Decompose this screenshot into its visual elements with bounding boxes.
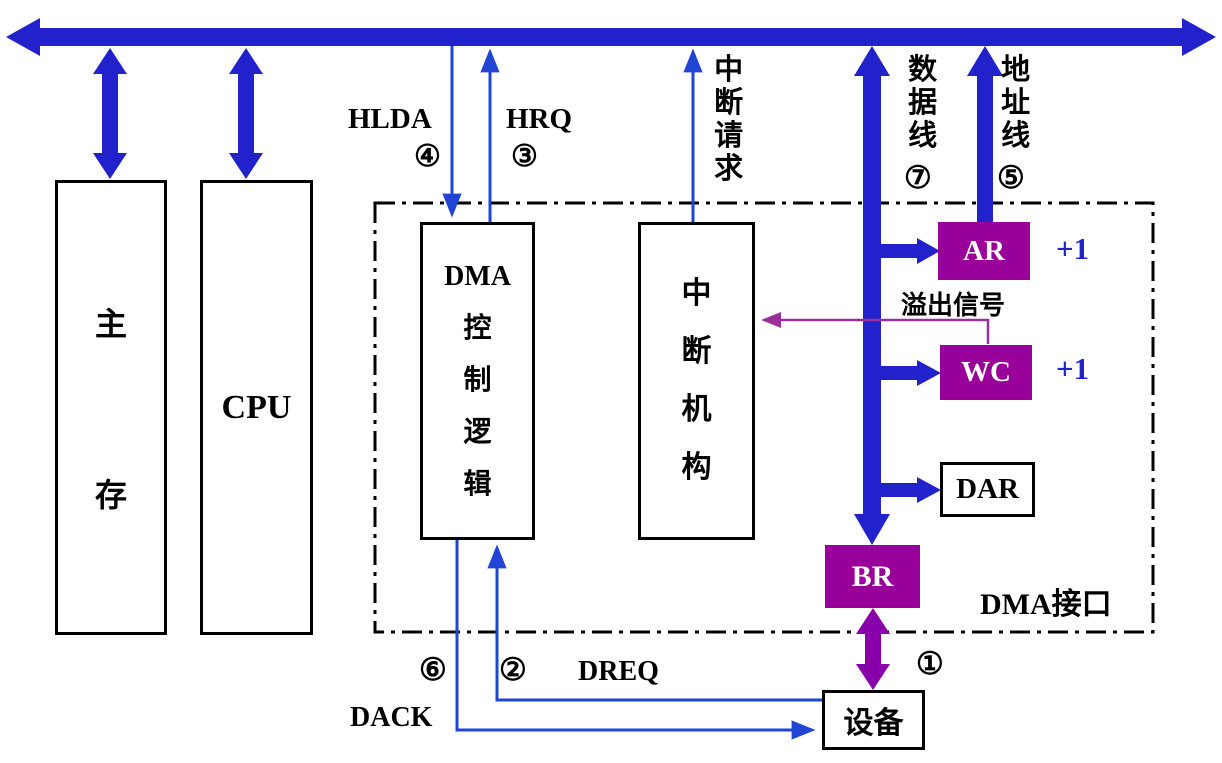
dreq-arrow	[487, 544, 822, 702]
dar-label: DAR	[956, 473, 1019, 505]
main-memory-label-1: 主	[94, 306, 127, 342]
interrupt-request-label: 中断请求	[714, 54, 744, 185]
ar-plus-one-label: +1	[1056, 231, 1090, 266]
system-bus	[6, 18, 1216, 56]
step-6-label: ⑥	[419, 652, 447, 687]
dreq-label: DREQ	[578, 656, 659, 687]
interrupt-unit-box: 中断机构	[638, 222, 755, 540]
wc-label: WC	[961, 356, 1011, 388]
cpu-bus-arrow	[229, 48, 263, 179]
cpu-label: CPU	[221, 388, 292, 426]
dma-logic-box: DMA 控制逻辑	[420, 222, 535, 540]
dar-box: DAR	[940, 462, 1035, 517]
dack-arrow	[455, 540, 816, 740]
hrq-label: HRQ	[506, 103, 573, 135]
interrupt-unit-label: 中断机构	[681, 277, 712, 484]
br-box: BR	[825, 545, 920, 608]
ar-label: AR	[963, 234, 1005, 267]
overflow-signal-label: 溢出信号	[901, 291, 1006, 320]
br-label: BR	[851, 559, 894, 593]
address-bus-arrow	[967, 46, 1003, 222]
address-line-label: 地址线	[1001, 54, 1031, 152]
data-line-label: 数据线	[908, 54, 938, 152]
main-memory-box: 主 存	[55, 180, 167, 635]
step-4-label: ④	[414, 140, 441, 173]
memory-bus-arrow	[93, 48, 127, 179]
dma-logic-label-chars: 控制逻辑	[463, 313, 492, 500]
dma-interface-boundary	[373, 201, 1155, 634]
device-box: 设备	[822, 690, 925, 750]
br-device-arrow	[856, 608, 890, 690]
ar-box: AR	[938, 222, 1030, 280]
overflow-signal-arrow	[761, 312, 990, 344]
step-2-label: ②	[499, 652, 527, 687]
data-to-ar-arrow	[881, 238, 940, 264]
dack-label: DACK	[350, 702, 433, 733]
hlda-label: HLDA	[348, 103, 432, 135]
data-to-wc-arrow	[881, 360, 941, 386]
data-to-dar-arrow	[881, 477, 941, 503]
wc-plus-one-label: +1	[1056, 351, 1090, 386]
dma-logic-label-line1: DMA	[444, 261, 511, 292]
step-1-label: ①	[916, 646, 944, 681]
main-memory-label-2: 存	[94, 477, 127, 513]
step-7-label: ⑦	[904, 160, 932, 195]
cpu-box: CPU	[200, 180, 313, 635]
device-label: 设备	[843, 707, 904, 740]
step-5-label: ⑤	[997, 160, 1025, 195]
wc-box: WC	[940, 345, 1032, 400]
dma-interface-label: DMA接口	[980, 588, 1112, 621]
step-3-label: ③	[511, 140, 538, 173]
data-bus-arrow	[854, 46, 890, 545]
